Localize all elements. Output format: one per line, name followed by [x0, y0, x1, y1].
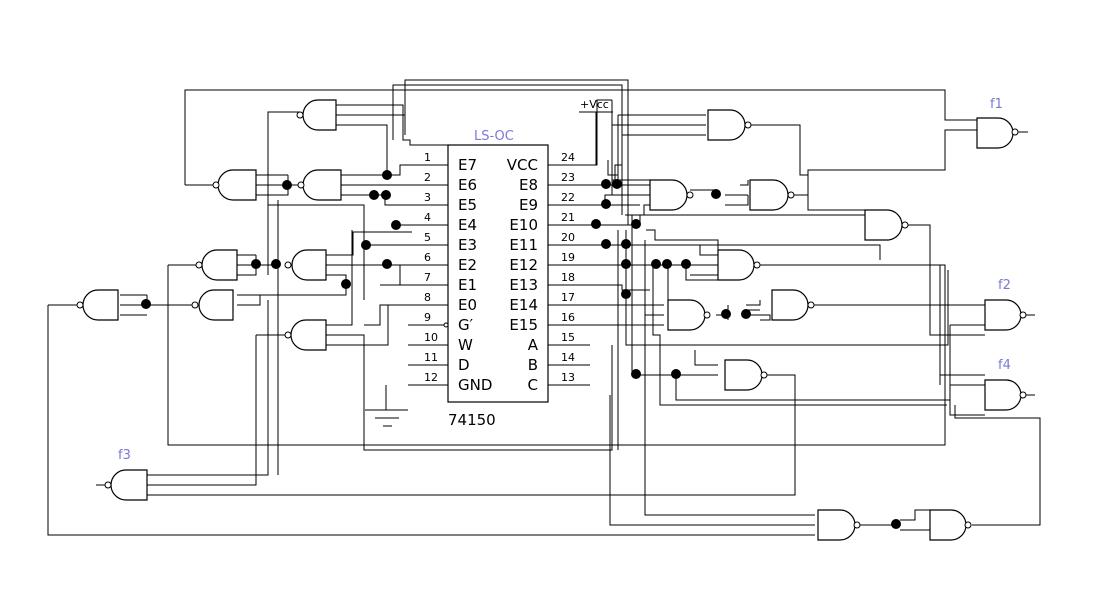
pin-name-e10: E10 [509, 216, 538, 234]
pin-number: 23 [561, 171, 575, 184]
pin-number: 16 [561, 311, 575, 324]
pin-name-g′: G′ [458, 316, 474, 334]
nand-gate-left-6 [191, 289, 234, 321]
pin-name-e0: E0 [458, 296, 477, 314]
pin-name-e14: E14 [509, 296, 538, 314]
nand-gate-top-left-2 [212, 169, 257, 201]
nand-gate-right-4 [864, 209, 909, 241]
pin-name-e8: E8 [519, 176, 538, 194]
nand-gate-bottom-1 [817, 509, 861, 541]
pin-name-e1: E1 [458, 276, 477, 294]
pin-name-c: C [528, 376, 538, 394]
pin-number: 8 [424, 291, 431, 304]
pin-name-e13: E13 [509, 276, 538, 294]
pin-number: 6 [424, 251, 431, 264]
nand-gate-left-4 [195, 249, 238, 281]
junction-dots [141, 170, 901, 529]
pin-name-gnd: GND [458, 376, 492, 394]
pin-number: 24 [561, 151, 575, 164]
nand-gate-right-3 [749, 179, 795, 211]
pin-name-b: B [528, 356, 538, 374]
output-label-f2: f2 [998, 278, 1011, 293]
pin-name-e12: E12 [509, 256, 538, 274]
pin-name-e4: E4 [458, 216, 477, 234]
pin-name-e11: E11 [509, 236, 538, 254]
nand-gate-bottom-2 [929, 509, 972, 541]
pin-number: 11 [424, 351, 438, 364]
nand-gate-f4 [984, 379, 1027, 411]
pin-name-e2: E2 [458, 256, 477, 274]
nand-gate-right-5 [717, 249, 761, 281]
pin-number: 19 [561, 251, 575, 264]
output-label-f4: f4 [998, 358, 1011, 373]
pin-number: 3 [424, 191, 431, 204]
output-label-f1: f1 [990, 97, 1003, 112]
pin-number: 12 [424, 371, 438, 384]
pin-number: 21 [561, 211, 575, 224]
pin-number: 7 [424, 271, 431, 284]
pin-number: 1 [424, 151, 431, 164]
pin-number: 13 [561, 371, 575, 384]
pin-name-a: A [528, 336, 539, 354]
pin-number: 18 [561, 271, 575, 284]
nand-gate-right-6 [667, 299, 711, 331]
pin-number: 10 [424, 331, 438, 344]
nand-gate-f3 [104, 469, 148, 501]
nand-gate-right-7 [771, 289, 815, 321]
nand-gate-top-left-1 [296, 99, 337, 131]
nand-gate-far-left [76, 289, 119, 321]
nand-gate-top-left-3 [297, 169, 342, 201]
wires [47, 79, 1041, 536]
pin-name-e9: E9 [519, 196, 538, 214]
pin-number: 9 [424, 311, 431, 324]
pin-number: 4 [424, 211, 431, 224]
nand-gate-f2 [984, 299, 1027, 331]
vcc-label: +Vcc [580, 98, 609, 111]
nand-gate-right-2 [649, 179, 694, 211]
nand-gate-f1 [976, 117, 1019, 149]
pin-number: 20 [561, 231, 575, 244]
nand-gate-left-5 [284, 249, 327, 281]
pin-number: 17 [561, 291, 575, 304]
pin-name-w: W [458, 336, 473, 354]
pin-name-e5: E5 [458, 196, 477, 214]
pin-name-d: D [458, 356, 470, 374]
pin-number: 14 [561, 351, 575, 364]
pin-name-vcc: VCC [507, 156, 538, 174]
pin-name-e15: E15 [509, 316, 538, 334]
pin-name-e6: E6 [458, 176, 477, 194]
nand-gate-left-7 [284, 319, 327, 351]
chip-part-number: 74150 [448, 411, 496, 429]
chip-top-label: LS-OC [474, 129, 514, 144]
pin-number: 15 [561, 331, 575, 344]
chip-right-pins: 24 VCC 23 E8 22 E9 21 E10 20 E11 19 E12 18 E13 17 E14 16… [507, 151, 575, 394]
output-label-f3: f3 [118, 448, 131, 463]
pin-name-e3: E3 [458, 236, 477, 254]
pin-name-e7: E7 [458, 156, 477, 174]
pin-number: 22 [561, 191, 575, 204]
pin-number: 5 [424, 231, 431, 244]
pin-number: 2 [424, 171, 431, 184]
nand-gate-right-8 [724, 359, 768, 391]
nand-gate-right-1 [707, 109, 752, 141]
chip-left-pins: 1 E7 2 E6 3 E5 4 E4 5 E3 6 E2 7 E1 8 E0 9 G′ 10 W 11 D 12 GND [424, 151, 492, 394]
